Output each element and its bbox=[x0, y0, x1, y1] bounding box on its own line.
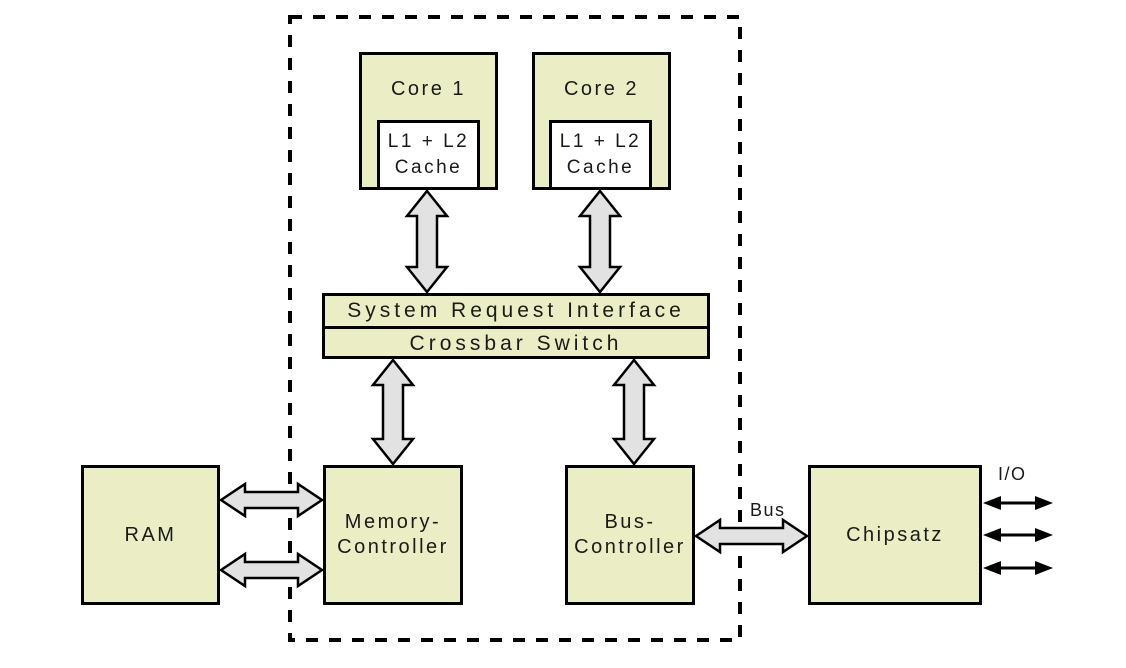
cpu-boundary-dashed-border bbox=[288, 15, 742, 642]
system-request-interface-bar: System Request Interface bbox=[325, 296, 707, 329]
chipset-box: Chipsatz bbox=[808, 465, 982, 605]
core1-label: Core 1 bbox=[390, 78, 467, 100]
io-arrow-1 bbox=[983, 496, 1053, 510]
arrow-crossbar-to-bus-controller bbox=[611, 357, 657, 467]
bus-label: Bus bbox=[750, 500, 786, 520]
arrow-ram-to-memory-controller-1 bbox=[218, 481, 325, 519]
bus-controller-label-line1: Bus- bbox=[604, 511, 656, 533]
ram-box: RAM bbox=[81, 465, 220, 605]
core1-cache-label-line2: Cache bbox=[394, 157, 463, 178]
interconnect-bars: System Request Interface Crossbar Switch bbox=[322, 293, 710, 359]
bus-controller-label-line2: Controller bbox=[574, 536, 686, 558]
io-arrow-2 bbox=[983, 528, 1053, 542]
memory-controller-box: Memory- Controller bbox=[323, 465, 463, 605]
arrow-ram-to-memory-controller-2 bbox=[218, 551, 325, 589]
core2-cache-label-line2: Cache bbox=[566, 157, 635, 178]
memory-controller-label-line2: Controller bbox=[337, 536, 449, 558]
core2-cache-label-line1: L1 + L2 bbox=[559, 131, 642, 152]
core2-cache-box: L1 + L2 Cache bbox=[549, 120, 652, 190]
io-arrow-3 bbox=[983, 561, 1053, 575]
core1-cache-box: L1 + L2 Cache bbox=[377, 120, 480, 190]
chipset-label: Chipsatz bbox=[846, 523, 944, 546]
arrow-crossbar-to-memory-controller bbox=[370, 357, 416, 467]
system-request-interface-label: System Request Interface bbox=[347, 299, 685, 322]
ram-label: RAM bbox=[124, 523, 177, 546]
core1-cache-label-line1: L1 + L2 bbox=[387, 131, 470, 152]
io-label: I/O bbox=[998, 464, 1027, 484]
bus-controller-box: Bus- Controller bbox=[565, 465, 695, 605]
crossbar-switch-bar: Crossbar Switch bbox=[325, 329, 707, 359]
memory-controller-label-line1: Memory- bbox=[344, 511, 442, 533]
arrow-core2-cache-to-sri bbox=[577, 188, 623, 295]
crossbar-switch-label: Crossbar Switch bbox=[409, 332, 623, 355]
arrow-bus-controller-to-chipset bbox=[693, 517, 810, 555]
core2-label: Core 2 bbox=[563, 78, 640, 100]
arrow-core1-cache-to-sri bbox=[404, 188, 450, 295]
